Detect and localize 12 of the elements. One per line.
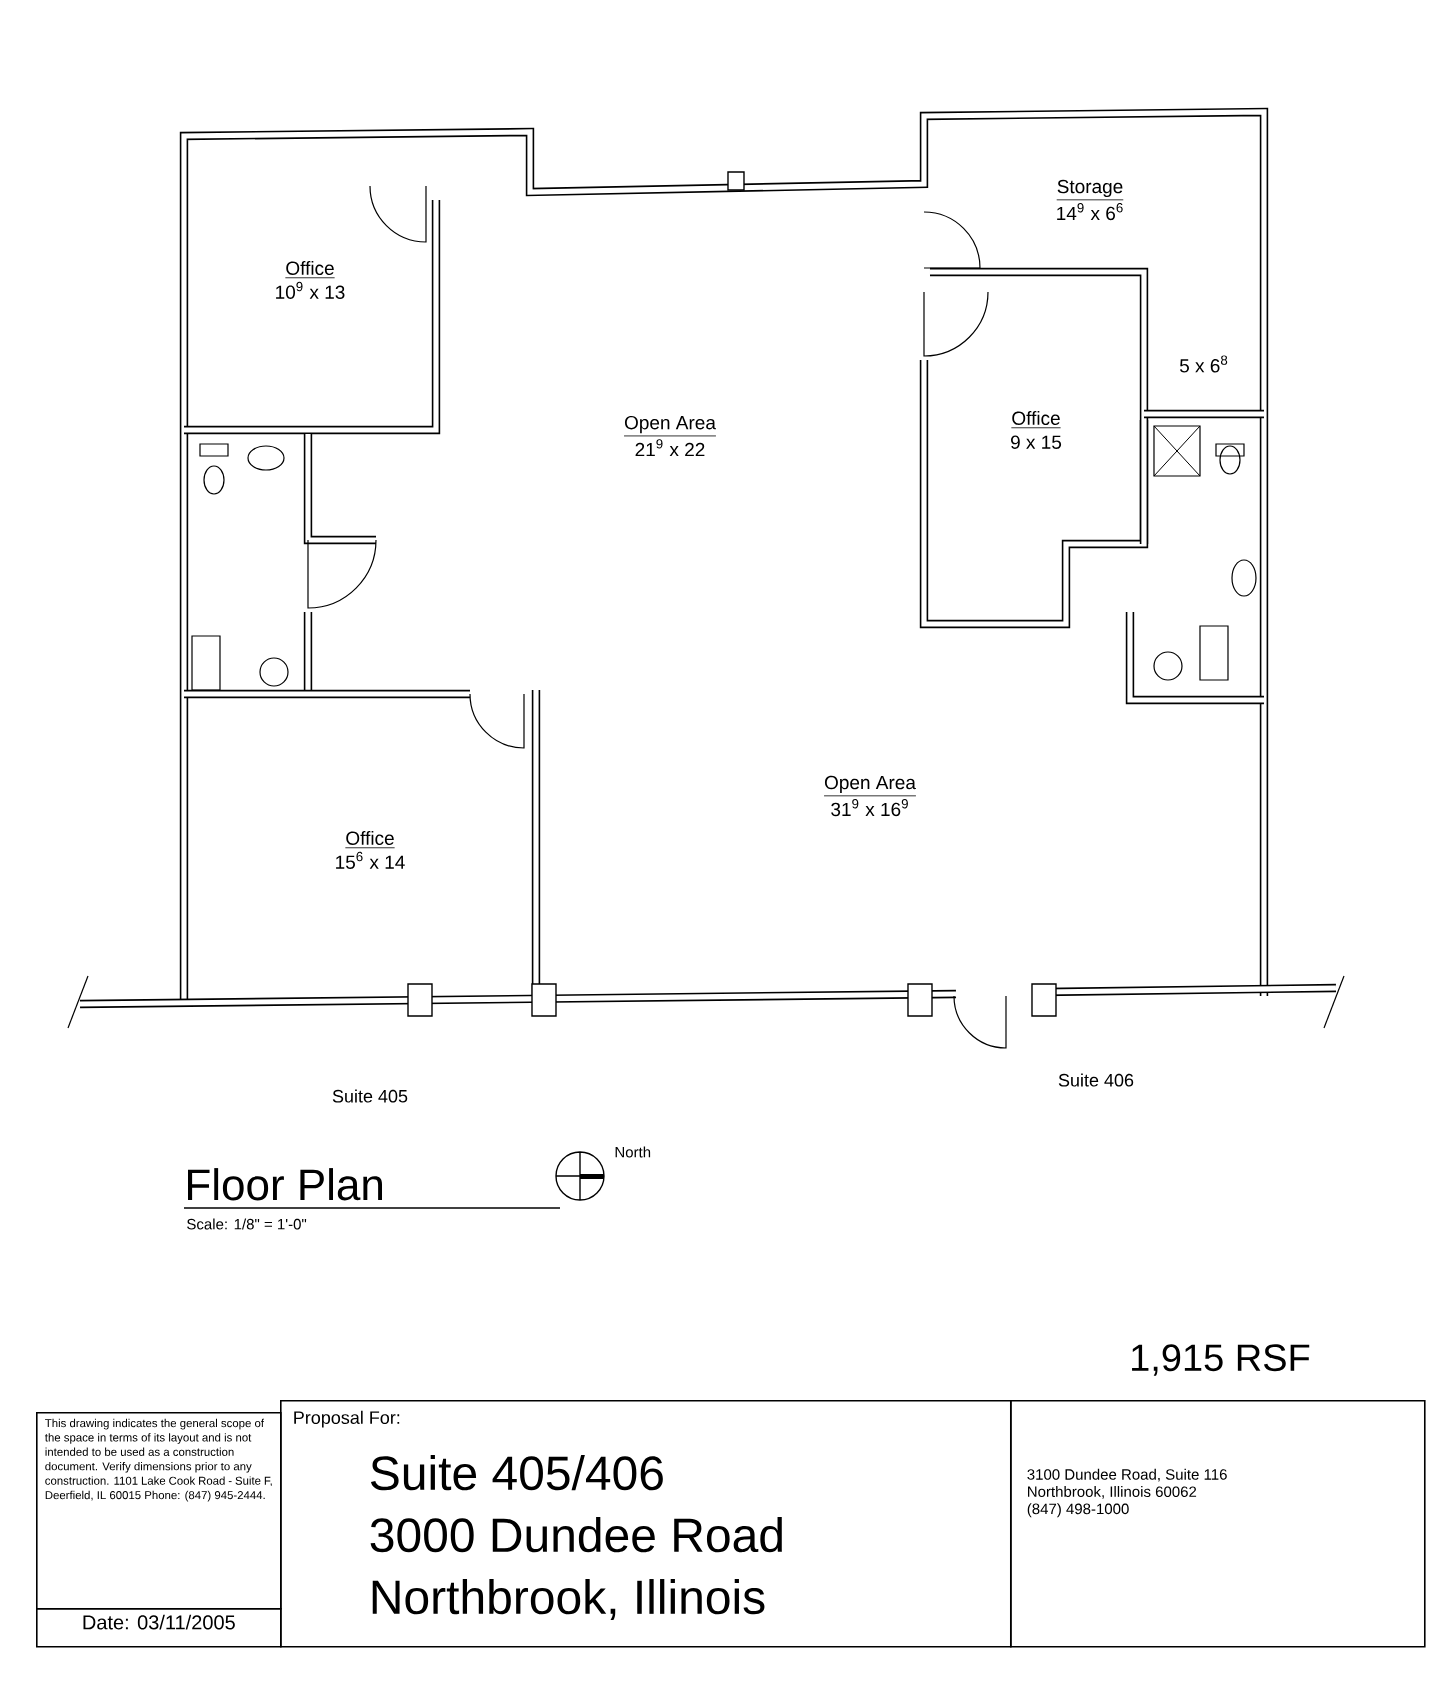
room-label: Storage 14$^{9}$ x 6$^{6}$ [1056, 179, 1124, 221]
room-label: Office 15$^{6}$ x 14 [336, 831, 405, 869]
room-label: Open Area 21$^{9}$ x 22 [623, 415, 717, 457]
room-label: Office 10$^{9}$ x 13 [276, 261, 345, 299]
text-label: Suite 405 [332, 1089, 408, 1103]
text-label: Suite 406 [1058, 1073, 1134, 1087]
room-label: Open Area 31$^{9}$ x 16$^{9}$ [823, 775, 917, 817]
room-label: 5 x 6$^{8}$ [1179, 355, 1228, 373]
plan-title: Floor Plan [188, 1168, 382, 1201]
date-cell: Date: 03/11/2005 [36, 1608, 282, 1648]
proposal-cell: Proposal For: Suite 405/406 3000 Dundee Road Northbrook, Illinois [280, 1400, 1012, 1648]
room-label: Office 9 x 15 [1010, 411, 1062, 449]
